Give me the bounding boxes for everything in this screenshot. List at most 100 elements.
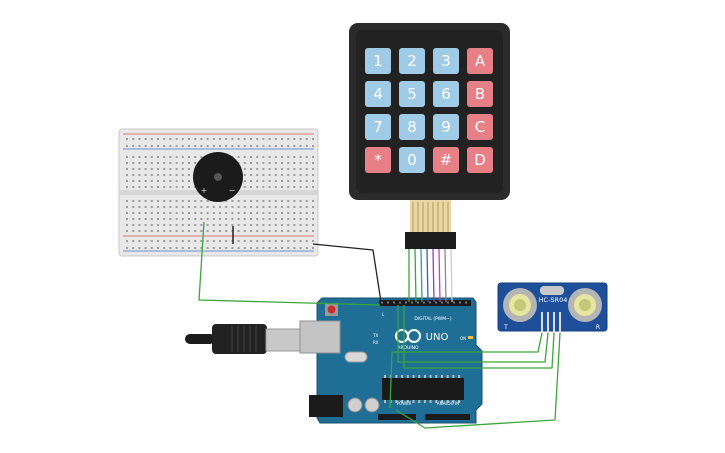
- buzzer-plus-label: +: [201, 186, 208, 195]
- ultrasonic-sensor[interactable]: HC-SR04 T R: [497, 282, 608, 334]
- breadboard-hole: [219, 240, 221, 242]
- piezo-buzzer[interactable]: + −: [193, 152, 243, 202]
- breadboard-hole: [200, 224, 203, 226]
- breadboard-hole: [144, 186, 147, 188]
- breadboard-hole: [138, 156, 141, 158]
- breadboard-hole: [132, 224, 135, 226]
- breadboard-hole: [243, 224, 246, 226]
- breadboard-hole: [281, 212, 283, 214]
- breadboard-hole: [150, 224, 153, 226]
- chip-leg: [412, 400, 415, 403]
- breadboard-hole: [169, 156, 172, 158]
- breadboard-hole: [163, 156, 166, 158]
- breadboard-hole: [268, 212, 271, 214]
- keypad-key[interactable]: 7: [365, 114, 391, 140]
- wire-sensor-trig: [397, 305, 549, 363]
- keypad-key[interactable]: 1: [365, 48, 391, 74]
- breadboard-hole: [293, 206, 296, 208]
- breadboard-hole: [225, 247, 228, 249]
- breadboard-hole: [250, 240, 252, 242]
- breadboard-hole: [299, 247, 302, 249]
- breadboard-hole: [126, 174, 128, 176]
- breadboard-hole: [268, 240, 271, 242]
- header-pin: [441, 301, 443, 304]
- breadboard-hole: [200, 145, 203, 147]
- breadboard-hole: [175, 212, 178, 214]
- keypad-key[interactable]: *: [365, 147, 391, 173]
- breadboard-hole: [262, 230, 265, 232]
- chip-leg: [435, 400, 438, 403]
- keypad-key[interactable]: C: [467, 114, 493, 140]
- breadboard-hole: [138, 200, 141, 202]
- breadboard-hole: [243, 138, 246, 140]
- breadboard-hole: [256, 206, 259, 208]
- breadboard-hole: [150, 212, 153, 214]
- keypad-key[interactable]: 4: [365, 81, 391, 107]
- breadboard-hole: [243, 186, 246, 188]
- breadboard-hole: [163, 212, 166, 214]
- wire-sensor-echo: [403, 305, 555, 369]
- keypad-key[interactable]: 2: [399, 48, 425, 74]
- keypad-key[interactable]: 9: [433, 114, 459, 140]
- breadboard-hole: [231, 247, 234, 249]
- breadboard-hole: [281, 180, 283, 182]
- breadboard-hole: [281, 168, 283, 170]
- breadboard-hole: [194, 145, 197, 147]
- wire-sensor-gnd: [395, 332, 561, 429]
- breadboard-hole: [312, 224, 314, 226]
- breadboard-hole: [293, 162, 296, 164]
- breadboard-hole: [126, 247, 128, 249]
- keypad-key[interactable]: #: [433, 147, 459, 173]
- breadboard-hole: [225, 230, 228, 232]
- breadboard-hole: [175, 138, 178, 140]
- breadboard-hole: [188, 230, 190, 232]
- breadboard-hole: [181, 145, 184, 147]
- keypad-key[interactable]: A: [467, 48, 493, 74]
- arduino-uno-board[interactable]: DIGITAL (PWM~) ARDUINO UNO L TX RX ON PO…: [299, 297, 483, 424]
- usb-port: [299, 320, 341, 354]
- breadboard-hole: [287, 138, 290, 140]
- breadboard-hole: [138, 145, 141, 147]
- breadboard-hole: [262, 138, 265, 140]
- breadboard-hole: [250, 174, 252, 176]
- keypad-key[interactable]: B: [467, 81, 493, 107]
- keypad-key[interactable]: D: [467, 147, 493, 173]
- keypad-key[interactable]: 5: [399, 81, 425, 107]
- breadboard-hole: [243, 206, 246, 208]
- breadboard-hole: [163, 180, 166, 182]
- breadboard-hole: [175, 206, 178, 208]
- breadboard-hole: [250, 212, 252, 214]
- breadboard-hole: [200, 200, 203, 202]
- keypad-ribbon: [405, 200, 456, 249]
- breadboard-hole: [181, 230, 184, 232]
- keypad-key-label: 1: [373, 52, 383, 70]
- breadboard-hole: [169, 224, 172, 226]
- breadboard-hole: [274, 138, 277, 140]
- keypad-key[interactable]: 3: [433, 48, 459, 74]
- atmega-chip: [382, 378, 464, 400]
- wire-keypad-7: [444, 248, 447, 303]
- breadboard-hole: [206, 218, 209, 220]
- breadboard-hole: [299, 186, 302, 188]
- breadboard-hole: [268, 162, 271, 164]
- keypad-key[interactable]: 8: [399, 114, 425, 140]
- keypad-key[interactable]: 0: [399, 147, 425, 173]
- breadboard-hole: [287, 206, 290, 208]
- breadboard-hole: [237, 247, 240, 249]
- keypad-key[interactable]: 6: [433, 81, 459, 107]
- breadboard-hole: [157, 218, 159, 220]
- breadboard-hole: [231, 224, 234, 226]
- breadboard-hole: [181, 224, 184, 226]
- breadboard-hole: [305, 180, 308, 182]
- breadboard-hole: [175, 230, 178, 232]
- chip-leg: [418, 375, 421, 378]
- breadboard-hole: [132, 247, 135, 249]
- usb-cable: [185, 324, 301, 354]
- chip-leg: [429, 375, 432, 378]
- breadboard-hole: [150, 200, 153, 202]
- breadboard-hole: [132, 212, 135, 214]
- breadboard-hole: [181, 206, 184, 208]
- breadboard-hole: [126, 168, 128, 170]
- chip-leg: [441, 375, 443, 378]
